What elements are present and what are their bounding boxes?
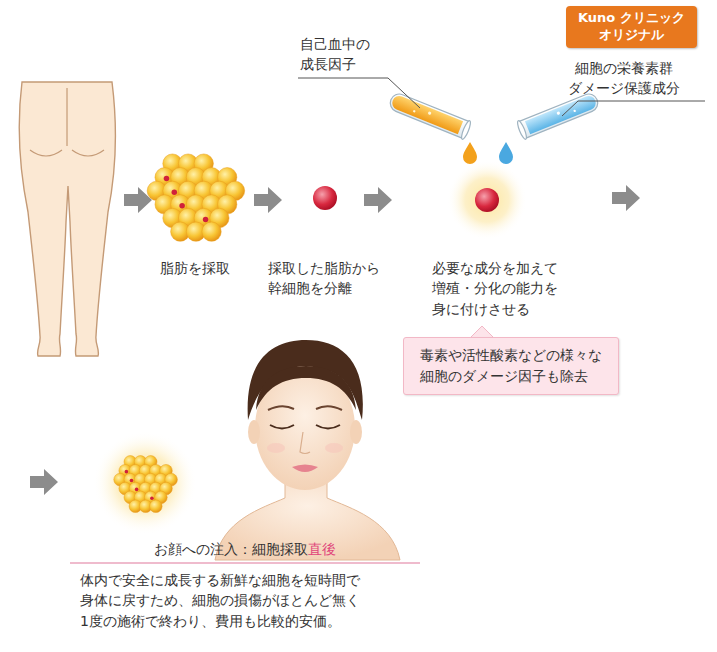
node-text: Kuno クリニック オリジナル <box>578 10 685 44</box>
stem-cell-dot <box>172 189 178 195</box>
stem-cell-dot <box>125 470 129 474</box>
text-line: ダメージ保護成分 <box>568 78 680 98</box>
stem-cell-dot <box>203 217 209 223</box>
caption-emphasis: 直後 <box>308 540 336 560</box>
text-line: 身体に戻すため、細胞の損傷がほとんど無く <box>80 590 360 610</box>
text-line: 増殖・分化の能力を <box>432 278 558 298</box>
text-line: 1度の施術で終わり、費用も比較的安価。 <box>80 611 360 631</box>
leader-line <box>298 78 420 108</box>
stem-cell-dot <box>164 176 170 182</box>
badge: Kuno クリニック オリジナル <box>566 6 697 48</box>
fat-cluster <box>147 154 245 241</box>
stem-cell-dot <box>130 479 134 483</box>
cell-glow <box>447 160 527 240</box>
callout-box: 毒素や活性酸素などの様々な 細胞のダメージ因子も除去 <box>403 337 619 395</box>
test-tube <box>387 90 472 140</box>
stem-cell-dot <box>150 496 154 500</box>
fat-cell <box>150 500 163 513</box>
caption-title: お顔への注入：細胞採取 <box>154 540 308 560</box>
text-line: 細胞のダメージ因子も除去 <box>420 366 602 387</box>
text-line: 採取した脂肪から <box>268 258 380 278</box>
fat-cell <box>202 222 221 241</box>
underline <box>70 562 420 564</box>
step-caption: 採取した脂肪から 幹細胞を分離 <box>268 258 380 299</box>
text-line: 成長因子 <box>300 54 370 74</box>
text-line: 自己血中の <box>300 34 370 54</box>
leader-label: 細胞の栄養素群 ダメージ保護成分 <box>568 58 680 99</box>
text-line: 細胞の栄養素群 <box>568 58 680 78</box>
text-line: Kuno クリニック <box>578 10 685 27</box>
text-line: 脂肪を採取 <box>160 258 230 278</box>
text-line: 毒素や活性酸素などの様々な <box>420 345 602 366</box>
drop <box>499 142 513 164</box>
cell-cluster <box>114 456 178 513</box>
description-text: 体内で安全に成長する新鮮な細胞を短時間で 身体に戻すため、細胞の損傷がほとんど無… <box>80 570 360 631</box>
text-line: 幹細胞を分離 <box>268 278 380 298</box>
stem-cell <box>475 188 499 212</box>
text-line: オリジナル <box>578 27 685 44</box>
face-figure <box>215 340 400 560</box>
leader-line <box>562 101 705 116</box>
legs-detail <box>30 88 104 156</box>
legs-figure <box>19 82 115 356</box>
caption-row: お顔への注入：細胞採取直後 <box>154 540 336 560</box>
text-line: 身に付けさせる <box>432 299 558 319</box>
leader-label: 自己血中の 成長因子 <box>300 34 370 75</box>
node-text: 毒素や活性酸素などの様々な 細胞のダメージ因子も除去 <box>420 345 602 387</box>
text-line: 体内で安全に成長する新鮮な細胞を短時間で <box>80 570 360 590</box>
stem-cell <box>313 186 337 210</box>
stem-cell-dot <box>135 488 139 492</box>
stem-cell-dot <box>179 203 185 209</box>
text-line: 必要な成分を加えて <box>432 258 558 278</box>
step-caption: 必要な成分を加えて 増殖・分化の能力を 身に付けさせる <box>432 258 558 319</box>
cell-glow <box>93 431 197 535</box>
test-tube <box>516 90 601 140</box>
drop <box>463 142 477 164</box>
step-caption: 脂肪を採取 <box>160 258 230 278</box>
